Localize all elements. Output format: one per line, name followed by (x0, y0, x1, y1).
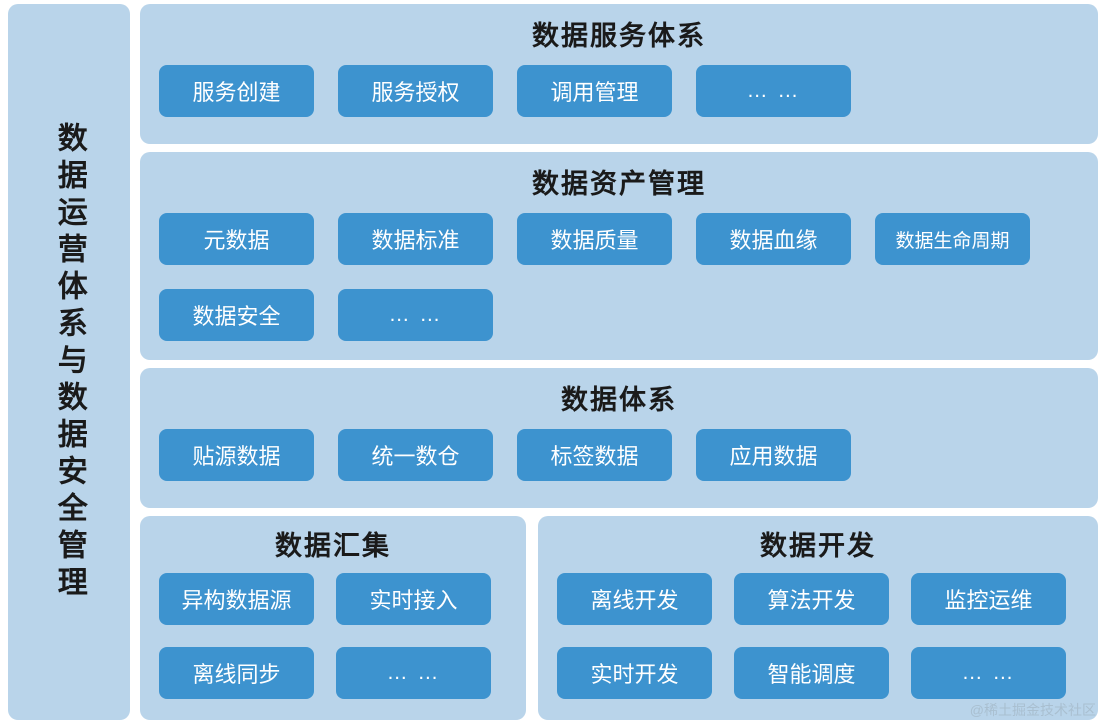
panel-title-data-system: 数据体系 (561, 385, 677, 415)
chip-service-invoke-manage[interactable]: 调用管理 (517, 65, 672, 117)
chip-application-data[interactable]: 应用数据 (696, 429, 851, 481)
chip-unified-warehouse[interactable]: 统一数仓 (338, 429, 493, 481)
chip-data-lifecycle[interactable]: 数据生命周期 (875, 213, 1030, 265)
chip-service-authorize[interactable]: 服务授权 (338, 65, 493, 117)
chip-list-data-asset-management: 元数据 数据标准 数据质量 数据血缘 数据生命周期 数据安全 … … (159, 213, 1098, 341)
chip-realtime-ingest[interactable]: 实时接入 (336, 573, 491, 625)
chip-offline-development[interactable]: 离线开发 (557, 573, 712, 625)
chip-intelligent-scheduling[interactable]: 智能调度 (734, 647, 889, 699)
chip-algorithm-development[interactable]: 算法开发 (734, 573, 889, 625)
chip-list-data-service: 服务创建 服务授权 调用管理 … … (159, 65, 1098, 117)
chip-monitoring-ops[interactable]: 监控运维 (911, 573, 1066, 625)
panel-data-service: 数据服务体系 服务创建 服务授权 调用管理 … … (140, 4, 1098, 144)
panel-title-data-asset-management: 数据资产管理 (532, 169, 706, 199)
chip-heterogeneous-source[interactable]: 异构数据源 (159, 573, 314, 625)
chip-asset-more[interactable]: … … (338, 289, 493, 341)
chip-data-standard[interactable]: 数据标准 (338, 213, 493, 265)
panel-title-data-development: 数据开发 (760, 531, 876, 561)
chip-service-create[interactable]: 服务创建 (159, 65, 314, 117)
panel-title-data-collection: 数据汇集 (275, 531, 391, 561)
panel-data-system: 数据体系 贴源数据 统一数仓 标签数据 应用数据 (140, 368, 1098, 508)
panel-data-collection: 数据汇集 异构数据源 实时接入 离线同步 … … (140, 516, 526, 720)
chip-data-security[interactable]: 数据安全 (159, 289, 314, 341)
chip-tag-data[interactable]: 标签数据 (517, 429, 672, 481)
panel-data-asset-management: 数据资产管理 元数据 数据标准 数据质量 数据血缘 数据生命周期 数据安全 … … (140, 152, 1098, 360)
chip-list-data-collection: 异构数据源 实时接入 离线同步 … … (159, 573, 526, 699)
chip-collection-more[interactable]: … … (336, 647, 491, 699)
chip-data-lineage[interactable]: 数据血缘 (696, 213, 851, 265)
sidebar-label: 数据运营体系与数据安全管理 (52, 121, 86, 603)
chip-service-more[interactable]: … … (696, 65, 851, 117)
chip-realtime-development[interactable]: 实时开发 (557, 647, 712, 699)
panel-title-data-service: 数据服务体系 (532, 21, 706, 51)
chip-metadata[interactable]: 元数据 (159, 213, 314, 265)
chip-data-quality[interactable]: 数据质量 (517, 213, 672, 265)
chip-development-more[interactable]: … … (911, 647, 1066, 699)
sidebar-data-operations: 数据运营体系与数据安全管理 (8, 4, 130, 720)
chip-list-data-development: 离线开发 算法开发 监控运维 实时开发 智能调度 … … (557, 573, 1098, 699)
chip-list-data-system: 贴源数据 统一数仓 标签数据 应用数据 (159, 429, 1098, 481)
panel-data-development: 数据开发 离线开发 算法开发 监控运维 实时开发 智能调度 … … (538, 516, 1098, 720)
watermark: @稀土掘金技术社区 (969, 702, 1096, 718)
chip-offline-sync[interactable]: 离线同步 (159, 647, 314, 699)
chip-source-data[interactable]: 贴源数据 (159, 429, 314, 481)
